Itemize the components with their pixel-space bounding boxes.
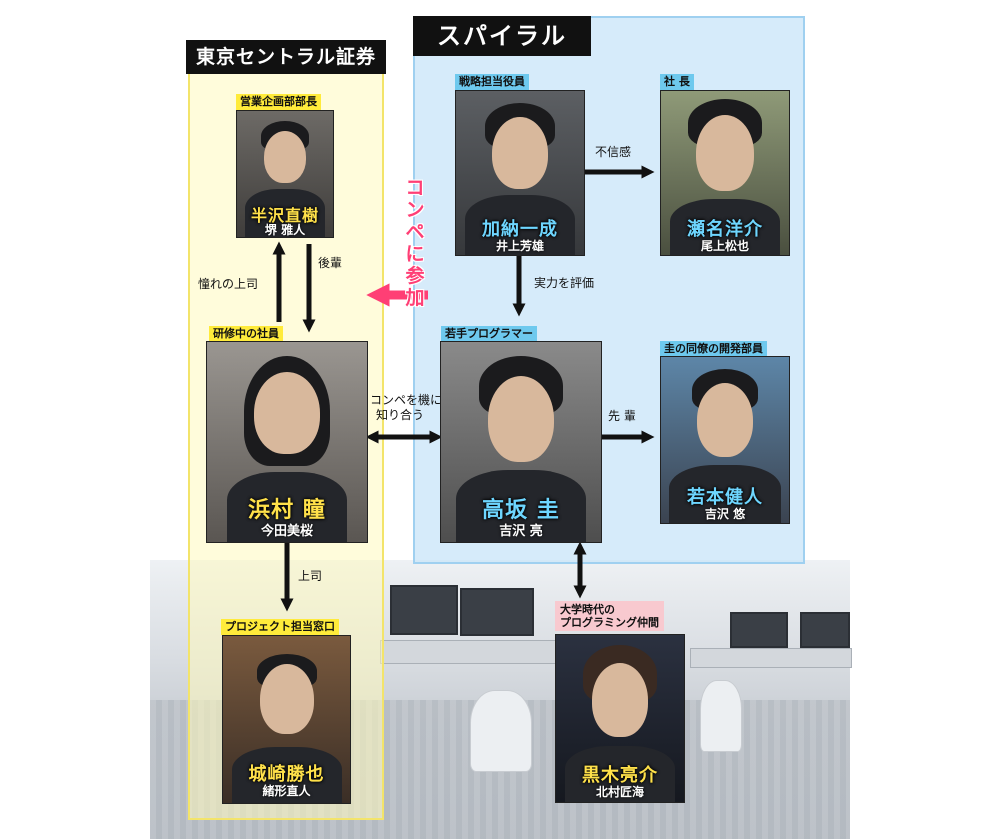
photo-kano — [456, 91, 584, 255]
monitor-image — [730, 612, 788, 648]
card-takasaka: 高坂 圭 吉沢 亮 — [440, 341, 602, 543]
name-sena: 瀬名洋介 — [687, 219, 763, 240]
desk-image — [690, 648, 852, 668]
photo-wakamoto — [661, 357, 789, 523]
role-hanzawa: 営業企画部部長 — [236, 94, 321, 110]
label-senior: 先 輩 — [608, 409, 636, 423]
name-takasaka: 高坂 圭 — [482, 498, 560, 523]
actor-kuroki: 北村匠海 — [595, 785, 644, 799]
card-hamamura: 浜村 瞳 今田美桜 — [206, 341, 368, 543]
desk-image — [380, 640, 562, 664]
photo-sena — [661, 91, 789, 255]
photo-kuroki — [556, 635, 684, 802]
name-kano: 加納一成 — [482, 219, 558, 240]
label-boss: 上司 — [298, 569, 323, 583]
label-distrust: 不信感 — [595, 145, 632, 159]
actor-hamamura: 今田美桜 — [260, 524, 313, 539]
actor-wakamoto: 吉沢 悠 — [704, 507, 746, 521]
actor-takasaka: 吉沢 亮 — [499, 524, 543, 539]
chair-image — [700, 680, 742, 752]
monitor-image — [800, 612, 850, 648]
role-takasaka: 若手プログラマー — [441, 326, 537, 342]
actor-shirosaki: 緒形直人 — [262, 784, 311, 798]
actor-hanzawa: 堺 雅人 — [264, 223, 306, 237]
monitor-image — [460, 588, 534, 636]
name-wakamoto: 若本健人 — [687, 487, 763, 508]
actor-kano: 井上芳雄 — [495, 239, 544, 253]
label-evaluate: 実力を評価 — [534, 276, 595, 290]
card-kuroki: 黒木亮介 北村匠海 — [555, 634, 685, 803]
role-kuroki-line1: 大学時代の — [560, 603, 615, 616]
card-hanzawa: 半沢直樹 堺 雅人 — [236, 110, 334, 238]
photo-hanzawa — [237, 111, 333, 237]
card-wakamoto: 若本健人 吉沢 悠 — [660, 356, 790, 524]
name-hamamura: 浜村 瞳 — [248, 498, 326, 523]
photo-takasaka — [441, 342, 601, 542]
card-shirosaki: 城崎勝也 緒形直人 — [222, 635, 351, 804]
role-kuroki-line2: プログラミング仲間 — [560, 616, 659, 629]
name-hanzawa: 半沢直樹 — [250, 206, 319, 225]
role-sena: 社 長 — [660, 74, 694, 90]
role-kano: 戦略担当役員 — [455, 74, 529, 90]
photo-hamamura — [207, 342, 367, 542]
chair-image — [470, 690, 532, 772]
name-kuroki: 黒木亮介 — [582, 765, 658, 786]
role-shirosaki: プロジェクト担当窓口 — [221, 619, 339, 635]
label-met-line1: コンペを機に — [370, 393, 443, 407]
spiral-title: スパイラル — [413, 16, 591, 56]
photo-shirosaki — [223, 636, 350, 803]
role-kuroki: 大学時代の プログラミング仲間 — [555, 601, 664, 631]
card-sena: 瀬名洋介 尾上松也 — [660, 90, 790, 256]
company-title: 東京セントラル証券 — [186, 40, 386, 74]
actor-sena: 尾上松也 — [700, 239, 749, 253]
label-compete-join: コンペに参加 — [405, 177, 425, 309]
name-shirosaki: 城崎勝也 — [248, 764, 325, 785]
label-admired-boss: 憧れの上司 — [198, 277, 259, 291]
monitor-image — [390, 585, 458, 635]
label-junior: 後輩 — [318, 256, 343, 270]
role-wakamoto: 圭の同僚の開発部員 — [660, 341, 767, 357]
role-hamamura: 研修中の社員 — [209, 326, 283, 342]
card-kano: 加納一成 井上芳雄 — [455, 90, 585, 256]
label-met-line2: 知り合う — [376, 408, 425, 422]
